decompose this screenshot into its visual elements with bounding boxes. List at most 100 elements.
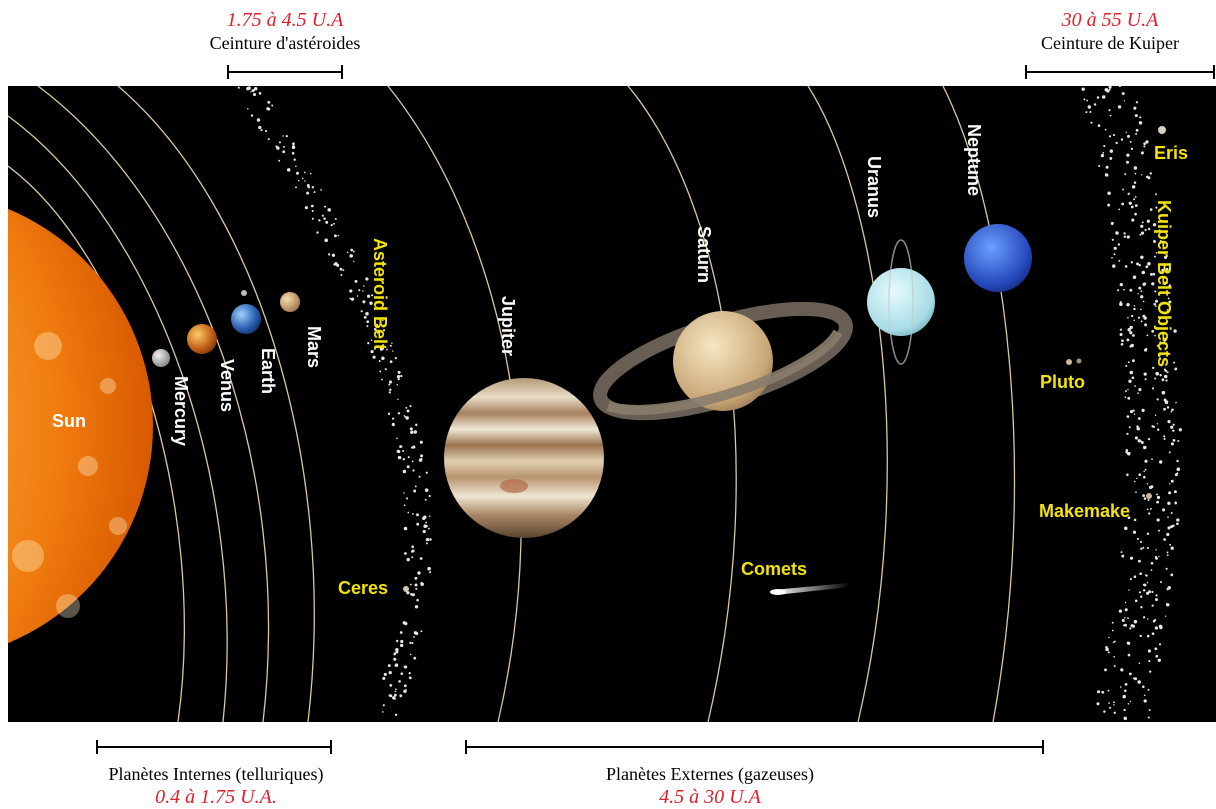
belt-dot — [1147, 688, 1150, 691]
charon — [1076, 358, 1082, 364]
label-kuiper-belt-objects: Kuiper Belt Objects — [1154, 200, 1174, 367]
earth-orbit — [37, 86, 270, 722]
belt-dot — [1166, 551, 1169, 554]
belt-dot — [414, 576, 418, 580]
belt-dot — [415, 587, 418, 590]
belt-dot — [1143, 497, 1147, 500]
belt-dot — [416, 522, 420, 526]
belt-dot — [1146, 581, 1149, 584]
belt-dot — [1165, 267, 1169, 271]
belt-dot — [411, 593, 415, 597]
ceres-dwarf-planet — [403, 586, 409, 592]
belt-dot — [336, 263, 340, 267]
belt-dot — [1120, 342, 1124, 346]
belt-dot — [1142, 445, 1147, 450]
belt-dot — [1174, 501, 1177, 504]
belt-dot — [403, 684, 407, 688]
belt-dot — [1103, 710, 1106, 713]
belt-dot — [406, 497, 409, 500]
belt-dot — [1167, 297, 1170, 300]
belt-dot — [1140, 151, 1144, 155]
belt-dot — [1167, 586, 1171, 590]
belt-dot — [1113, 711, 1116, 714]
belt-dot — [1131, 359, 1135, 363]
belt-dot — [1104, 128, 1107, 131]
belt-dot — [393, 693, 397, 697]
belt-dot — [324, 238, 329, 243]
solar-system-svg: Sun Mercury Venus Earth Mars Asteroid Be… — [8, 86, 1188, 722]
belt-dot — [1168, 284, 1172, 287]
belt-dot — [398, 680, 401, 683]
belt-dot — [1162, 508, 1166, 512]
belt-dot — [411, 460, 414, 463]
belt-dot — [324, 205, 326, 208]
belt-dot — [366, 320, 370, 324]
belt-dot — [1129, 370, 1134, 375]
belt-dot — [379, 370, 382, 373]
belt-dot — [247, 108, 249, 110]
belt-dot — [1146, 334, 1149, 337]
belt-dot — [1166, 371, 1169, 374]
belt-dot — [1148, 660, 1151, 663]
belt-dot — [1158, 357, 1162, 360]
belt-dot — [1148, 485, 1153, 490]
belt-dot — [1137, 417, 1141, 420]
belt-dot — [1158, 229, 1161, 231]
belt-dot — [1133, 166, 1138, 170]
belt-dot — [412, 445, 416, 449]
belt-dot — [1119, 282, 1123, 287]
belt-dot — [1129, 578, 1132, 581]
outer-planets-bracket — [465, 740, 1044, 754]
belt-dot — [1125, 364, 1128, 367]
belt-dot — [1154, 377, 1157, 380]
label-mercury: Mercury — [171, 376, 191, 446]
belt-dot — [282, 150, 286, 154]
belt-dot — [1136, 537, 1140, 540]
belt-dot — [400, 672, 404, 675]
kuiper-belt-annotation: 30 à 55 U.A Ceinture de Kuiper — [1010, 8, 1210, 54]
belt-dot — [1126, 338, 1130, 342]
belt-dot — [1165, 567, 1168, 570]
belt-dot — [1129, 288, 1133, 292]
belt-dot — [1154, 626, 1159, 630]
belt-dot — [1154, 414, 1157, 416]
belt-dot — [1123, 708, 1126, 712]
belt-dot — [1161, 378, 1165, 382]
belt-dot — [397, 398, 399, 401]
belt-dot — [1142, 589, 1146, 592]
belt-dot — [427, 566, 431, 571]
belt-dot — [356, 295, 359, 297]
belt-dot — [1135, 133, 1138, 135]
belt-dot — [1144, 574, 1147, 576]
belt-dot — [1127, 361, 1130, 364]
belt-dot — [1165, 337, 1168, 340]
belt-dot — [1129, 331, 1133, 335]
belt-dot — [404, 665, 408, 669]
belt-dot — [256, 118, 261, 122]
belt-dot — [1137, 316, 1141, 319]
belt-dot — [1142, 546, 1145, 549]
belt-dot — [1156, 518, 1160, 522]
belt-dot — [1142, 616, 1146, 619]
belt-dot — [1133, 413, 1136, 415]
belt-dot — [1127, 702, 1130, 705]
belt-dot — [1133, 619, 1138, 624]
belt-dot — [1136, 477, 1138, 480]
belt-dot — [1158, 643, 1162, 646]
belt-dot — [1108, 88, 1111, 91]
belt-dot — [1140, 224, 1144, 228]
label-uranus: Uranus — [864, 156, 884, 218]
label-pluto: Pluto — [1040, 372, 1085, 392]
belt-dot — [1149, 507, 1152, 510]
belt-dot — [1141, 270, 1146, 275]
belt-dot — [1144, 378, 1147, 381]
belt-dot — [1138, 388, 1142, 392]
belt-dot — [394, 663, 399, 667]
belt-dot — [1140, 295, 1144, 299]
belt-dot — [411, 642, 414, 645]
belt-dot — [1158, 353, 1161, 357]
belt-dot — [253, 86, 258, 91]
outer-planets-title: Planètes Externes (gazeuses) — [606, 764, 814, 784]
kuiper-belt-dots — [1081, 86, 1182, 721]
venus-planet — [187, 324, 217, 354]
